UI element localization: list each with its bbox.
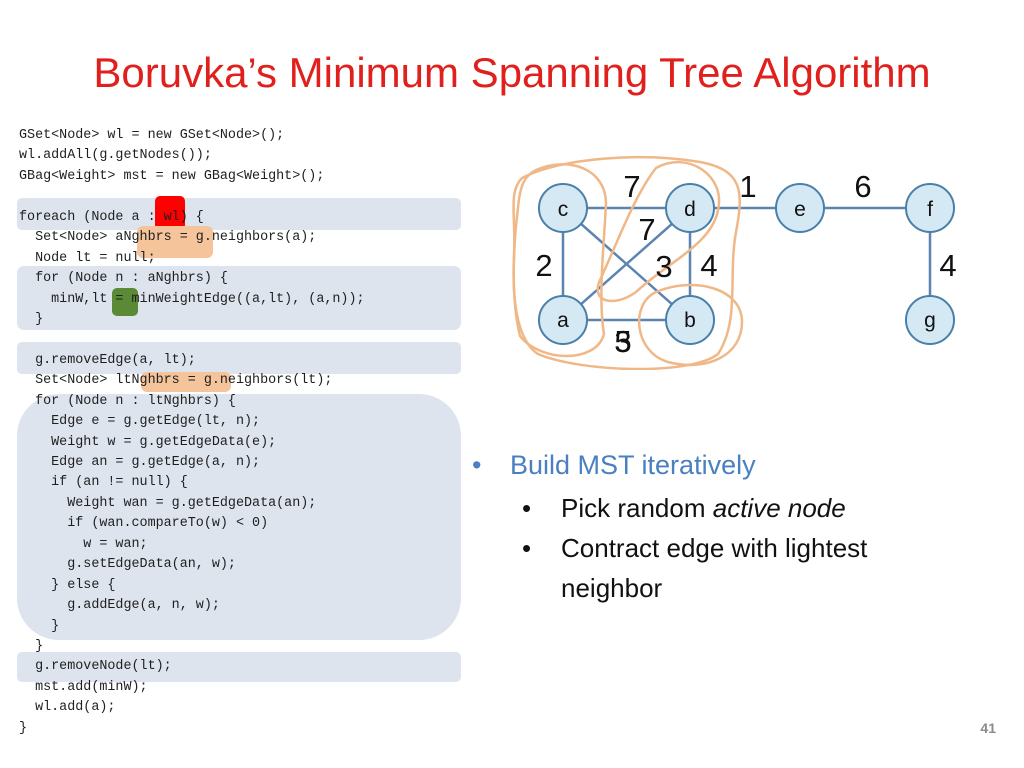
code-line: GSet<Node> wl = new GSet<Node>();	[19, 128, 285, 143]
loop-d	[596, 161, 721, 303]
node-g: g	[905, 295, 955, 345]
svg-text:c: c	[558, 198, 569, 221]
code-line: Set<Node> ltNghbrs = g.neighbors(lt);	[19, 373, 333, 389]
node-e: e	[775, 183, 825, 233]
bullet-sub-1: •Pick random active node	[522, 493, 846, 523]
loop-b	[637, 283, 744, 367]
code-line: Weight w = g.getEdgeData(e);	[19, 434, 277, 450]
svg-text:a: a	[557, 309, 569, 332]
lt-neighbors-marker	[141, 372, 231, 392]
code-line: Edge e = g.getEdge(lt, n);	[19, 414, 261, 430]
weight-c-d: 7	[623, 169, 640, 204]
code-line: Set<Node> aNghbrs = g.neighbors(a);	[19, 230, 317, 246]
mst-graph: c d e f a b g 7 1 6 7 2 3 4 4 5 3	[512, 156, 957, 370]
weight-d-b: 4	[700, 248, 717, 283]
svg-text:f: f	[927, 198, 933, 221]
code-line: GBag<Weight> mst = new GBag<Weight>();	[19, 168, 325, 184]
code-line: for (Node n : ltNghbrs) {	[19, 393, 236, 409]
svg-text:b: b	[684, 309, 696, 332]
node-c: c	[538, 183, 588, 233]
code-line: g.removeNode(lt);	[19, 659, 172, 675]
weight-d-e: 1	[739, 169, 756, 204]
svg-text:e: e	[794, 198, 806, 221]
bullet-main: •Build MST iteratively	[472, 450, 756, 480]
loop-c-a	[512, 163, 608, 358]
active-node-marker	[155, 196, 185, 230]
code-line: if (an != null) {	[19, 475, 188, 491]
code-block: GSet<Node> wl = new GSet<Node>(); wl.addA…	[19, 126, 365, 739]
code-line: g.removeEdge(a, lt);	[19, 352, 196, 368]
code-line: wl.addAll(g.getNodes());	[19, 148, 212, 164]
highlight-remove-edge	[17, 342, 461, 374]
node-d: d	[665, 183, 715, 233]
weight-f-g: 4	[939, 248, 956, 283]
node-f: f	[905, 183, 955, 233]
code-line: }	[19, 311, 44, 327]
weight-c-a: 2	[535, 248, 552, 283]
code-line: Weight wan = g.getEdgeData(an);	[19, 495, 317, 511]
code-line: mst.add(minW);	[19, 679, 148, 695]
bullet-list: •Build MST iteratively •Pick random acti…	[472, 448, 961, 608]
code-line: } else {	[19, 577, 116, 593]
node-a: a	[538, 295, 588, 345]
lt-marker	[112, 288, 138, 316]
weight-cross: 7	[638, 212, 655, 247]
page-number: 41	[980, 720, 996, 736]
svg-text:g: g	[924, 309, 936, 332]
code-line: for (Node n : aNghbrs) {	[19, 271, 228, 287]
edge-a-d	[562, 207, 691, 321]
highlight-lt-loop	[17, 394, 461, 640]
highlight-foreach	[17, 198, 461, 230]
node-b: b	[665, 295, 715, 345]
code-line: }	[19, 618, 60, 634]
weight-e-f: 6	[854, 169, 871, 204]
code-line: wl.add(a);	[19, 700, 116, 716]
code-line	[19, 330, 365, 350]
code-line: minW,lt = minWeightEdge((a,lt), (a,n));	[19, 291, 365, 307]
neighbors-marker	[137, 226, 213, 258]
weight-a-b-overlay: 3	[614, 324, 631, 359]
code-line: Node lt = null;	[19, 250, 156, 266]
code-line: Edge an = g.getEdge(a, n);	[19, 455, 261, 470]
weight-a-b: 5	[614, 324, 631, 359]
code-line: foreach (Node a : wl) {	[19, 209, 204, 225]
highlight-remove-node	[17, 652, 461, 682]
code-line: }	[19, 638, 44, 654]
bullet-sub-2: •Contract edge with lightest neighbor	[522, 533, 868, 603]
code-line: g.addEdge(a, n, w);	[19, 598, 220, 614]
code-line: w = wan;	[19, 536, 148, 552]
code-line: }	[19, 720, 28, 736]
svg-text:d: d	[684, 198, 696, 221]
weight-cross-lower: 3	[655, 249, 672, 284]
highlight-inner-loop	[17, 266, 461, 330]
code-line: g.setEdgeData(an, w);	[19, 557, 236, 573]
code-line	[19, 187, 365, 207]
slide-title: Boruvka’s Minimum Spanning Tree Algorith…	[93, 49, 931, 96]
code-line: if (wan.compareTo(w) < 0)	[19, 516, 269, 532]
